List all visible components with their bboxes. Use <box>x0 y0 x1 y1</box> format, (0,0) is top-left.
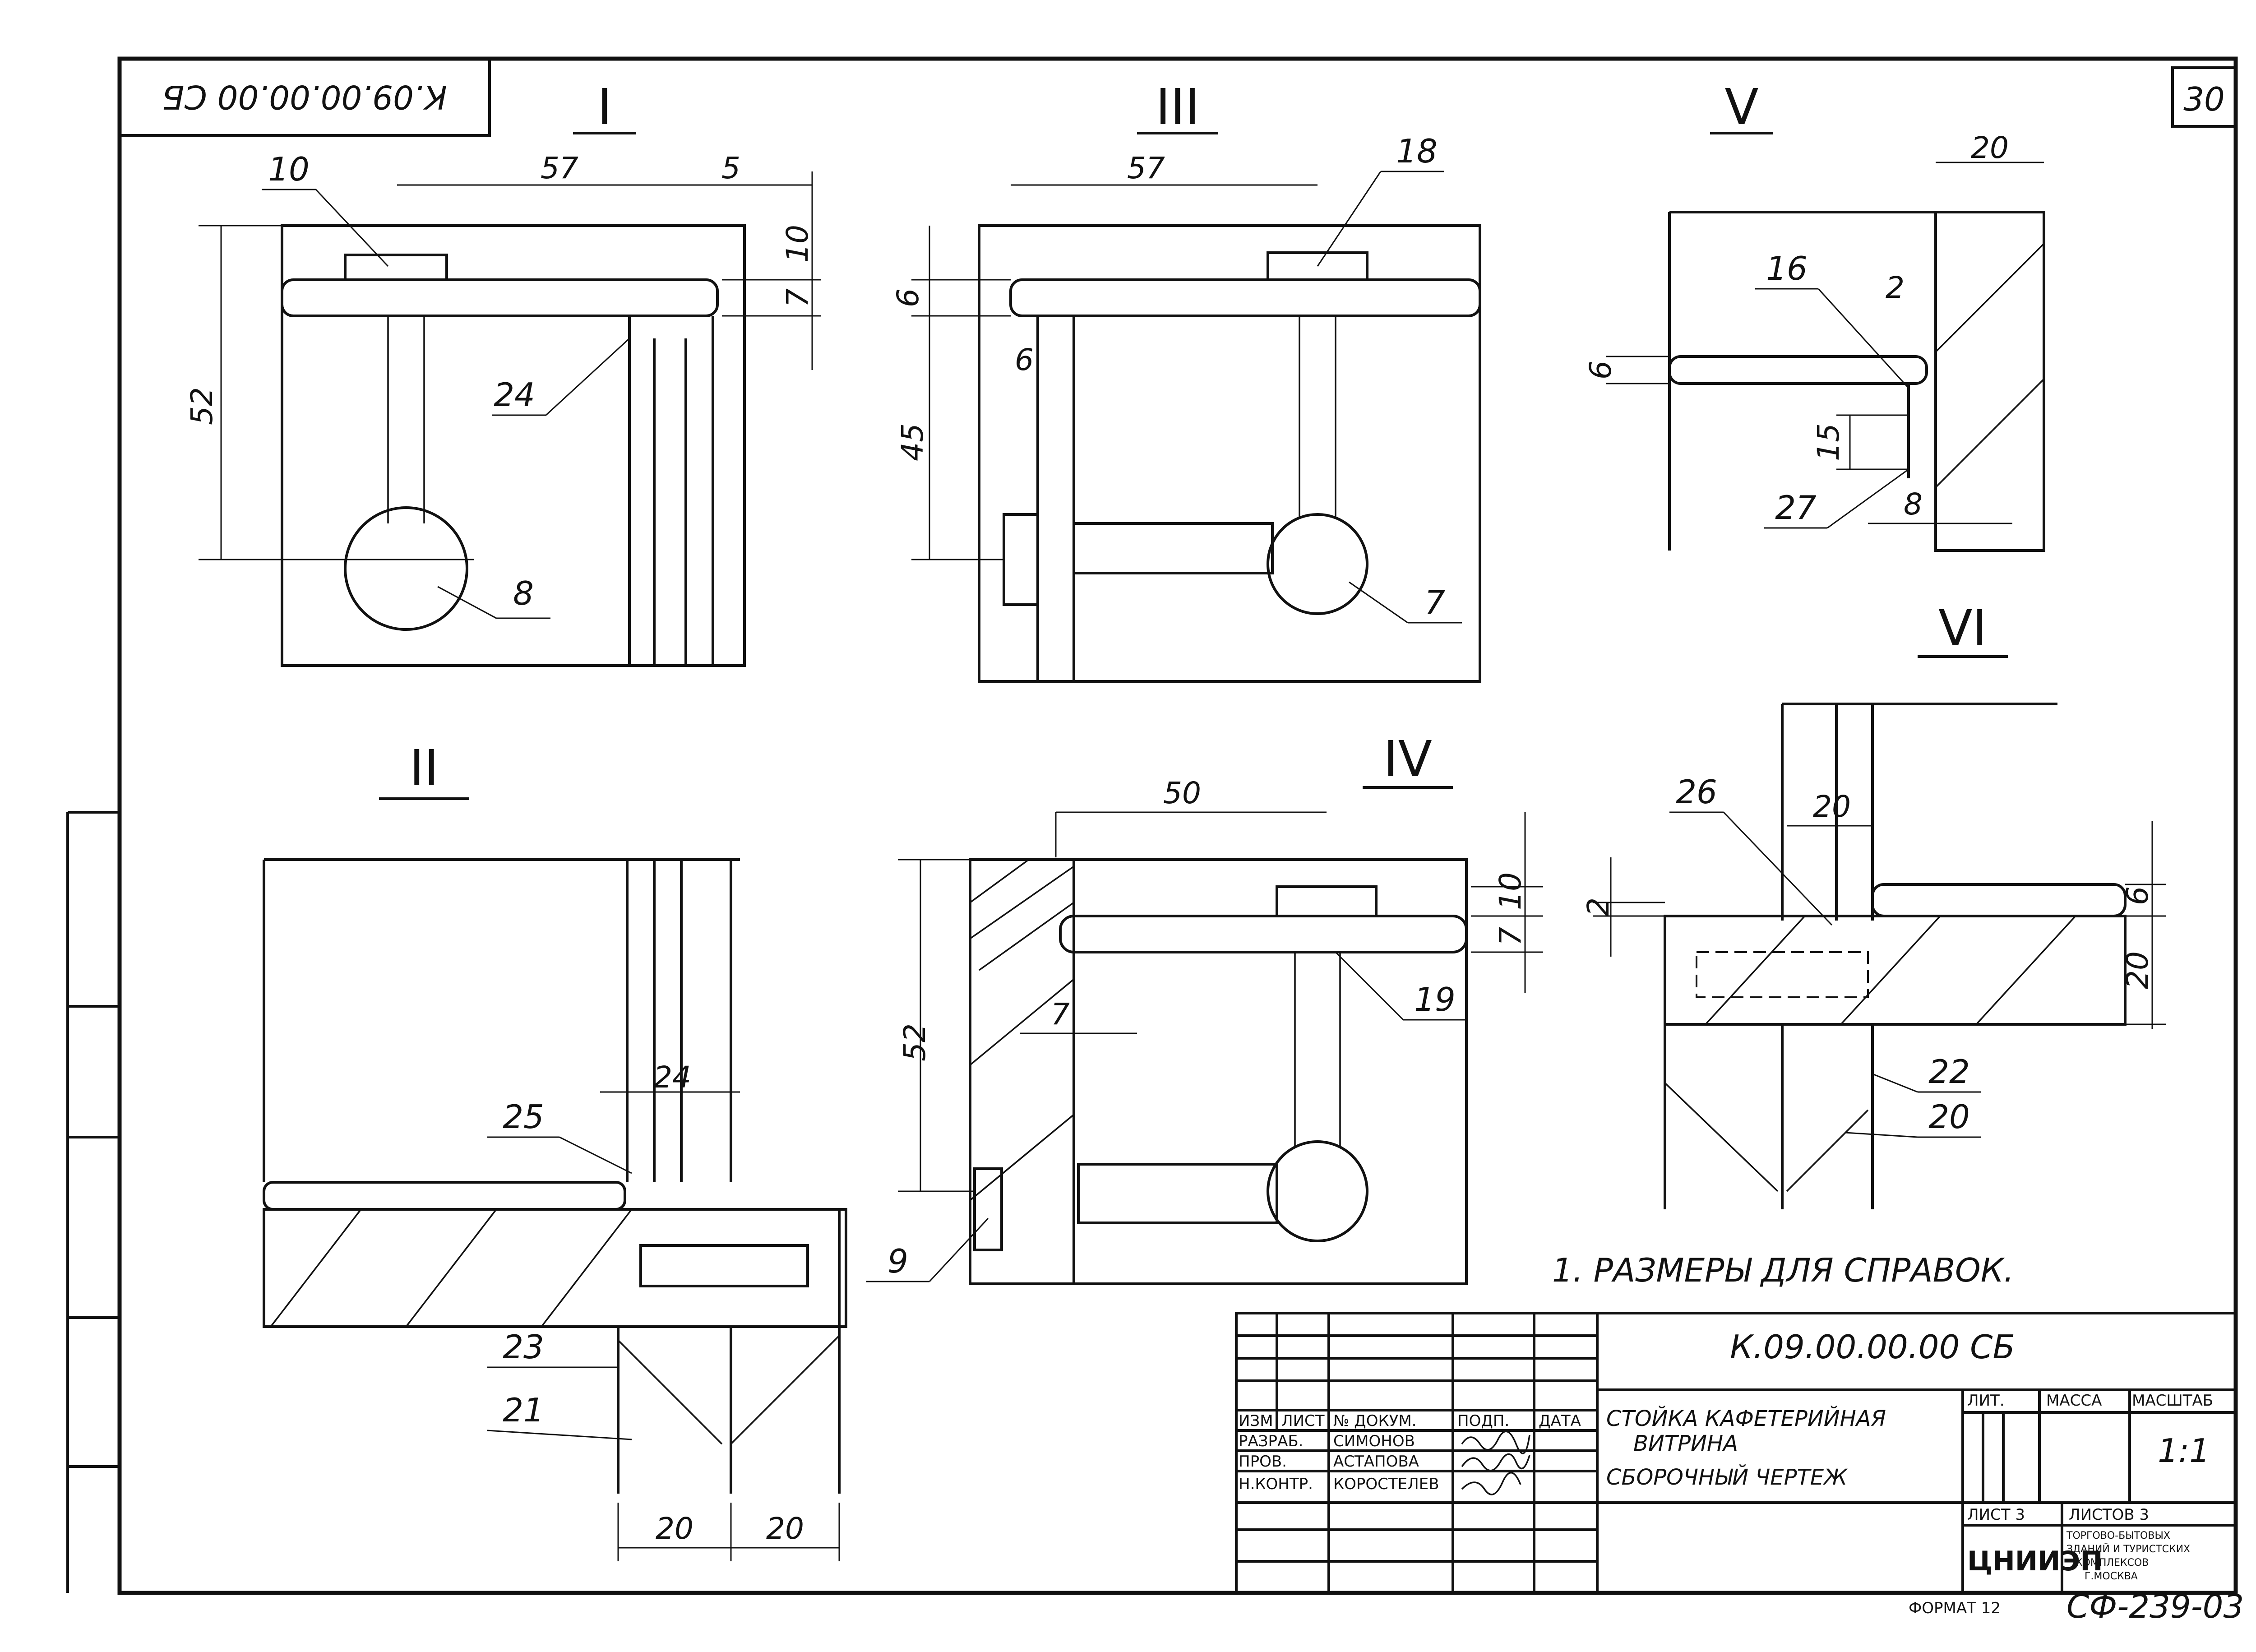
tb-col-podp: ПОДП. <box>1457 1412 1509 1430</box>
tb-name-line2: ВИТРИНА <box>1633 1431 1738 1456</box>
dim: 24 <box>653 1060 691 1095</box>
signature <box>1461 1453 1530 1472</box>
tb-org-line2: ЗДАНИЙ И ТУРИСТСКИХ <box>2066 1543 2190 1555</box>
tb-listov: ЛИСТОВ 3 <box>2069 1506 2149 1524</box>
view-title: IV <box>1383 730 1432 788</box>
callout: 20 <box>1928 1098 1970 1136</box>
callout: 8 <box>513 574 534 612</box>
view-4: IV 50 10 7 7 52 19 9 <box>866 730 1543 1285</box>
dim: 2 <box>1886 270 1905 305</box>
dim: 20 <box>2120 951 2155 989</box>
page-number-box: 30 <box>2171 66 2237 128</box>
callout: 26 <box>1676 773 1717 811</box>
view-title: III <box>1156 78 1199 136</box>
callout: 25 <box>503 1098 544 1136</box>
callout: 24 <box>494 376 535 414</box>
tb-role-razrab: РАЗРАБ. <box>1239 1432 1303 1450</box>
callout: 10 <box>268 150 310 188</box>
tb-org-line1: ТОРГОВО-БЫТОВЫХ <box>2066 1530 2170 1541</box>
dim: 8 <box>1904 487 1923 522</box>
callout: 19 <box>1414 981 1456 1018</box>
tb-col-izm: ИЗМ <box>1239 1412 1273 1430</box>
dim: 50 <box>1163 776 1201 810</box>
dim: 6 <box>1583 361 1618 379</box>
view-6: VI 20 2 6 20 26 22 20 <box>1581 599 2166 1209</box>
dim: 6 <box>2120 886 2155 905</box>
view-title: V <box>1724 78 1758 136</box>
tb-role-prov: ПРОВ. <box>1239 1453 1287 1471</box>
callout: 23 <box>503 1328 544 1366</box>
view-3: III 57 6 6 45 18 7 <box>891 78 1481 683</box>
tb-name-razrab: СИМОНОВ <box>1333 1432 1415 1450</box>
dim: 20 <box>1971 130 2009 165</box>
callout: 18 <box>1396 132 1438 170</box>
dim: 20 <box>1813 789 1851 824</box>
dim: 20 <box>766 1511 804 1546</box>
rotated-stamp: К.09.00.00.00 СБ <box>118 57 491 137</box>
dim: 20 <box>656 1511 693 1546</box>
dim: 45 <box>895 423 930 461</box>
tb-name-prov: АСТАПОВА <box>1333 1453 1419 1471</box>
dim: 7 <box>1493 927 1528 946</box>
title-block: ИЗМ ЛИСТ № ДОКУМ. ПОДП. ДАТА РАЗРАБ. СИМ… <box>1235 1312 2237 1594</box>
tb-scale: 1:1 <box>2158 1432 2210 1470</box>
tb-role-nkontr: Н.КОНТР. <box>1239 1475 1313 1493</box>
dim: 7 <box>1051 997 1070 1032</box>
callout: 16 <box>1766 250 1808 287</box>
callout: 21 <box>503 1391 544 1429</box>
tb-masshtab: МАСШТАБ <box>2132 1392 2213 1410</box>
stamp-text: К.09.00.00.00 СБ <box>162 78 447 116</box>
tb-org-line3: КОМПЛЕКСОВ <box>2076 1557 2149 1569</box>
tb-col-doc: № ДОКУМ. <box>1333 1412 1417 1430</box>
tb-name-line1: СТОЙКА КАФЕТЕРИЙНАЯ <box>1606 1406 1886 1431</box>
tb-col-data: ДАТА <box>1539 1412 1581 1430</box>
dim: 2 <box>1581 898 1616 916</box>
dim: 52 <box>897 1023 932 1061</box>
tb-org-logo: ЦНИИЭП <box>1967 1546 2103 1577</box>
dim: 10 <box>780 225 815 263</box>
view-title: II <box>410 739 439 797</box>
tb-lit: ЛИТ. <box>1967 1392 2005 1410</box>
drawing-note: 1. РАЗМЕРЫ ДЛЯ СПРАВОК. <box>1552 1251 2014 1289</box>
sheet-outer-frame <box>117 56 2238 1595</box>
callout: 9 <box>888 1242 908 1280</box>
page-number: 30 <box>2183 80 2225 118</box>
tb-name-nkontr: КОРОСТЕЛЕВ <box>1333 1475 1439 1493</box>
view-2: II 24 20 20 25 23 21 <box>263 739 847 1561</box>
view-title: I <box>597 78 612 136</box>
tb-org-line4: Г.МОСКВА <box>2085 1571 2138 1582</box>
dim: 6 <box>891 288 925 307</box>
view-1: I 57 5 10 7 52 10 24 8 <box>185 78 821 667</box>
dim: 10 <box>1493 872 1528 910</box>
view-5: V 20 2 6 15 8 16 27 <box>1583 78 2045 552</box>
document-code: СФ-239-03 <box>2066 1587 2244 1625</box>
tb-list: ЛИСТ 3 <box>1967 1506 2025 1524</box>
dim: 52 <box>185 387 219 425</box>
tb-name-line3: СБОРОЧНЫЙ ЧЕРТЕЖ <box>1606 1464 1848 1490</box>
dim: 5 <box>721 151 740 185</box>
dim: 57 <box>1127 151 1165 185</box>
sheet-format: ФОРМАТ 12 <box>1909 1599 2001 1617</box>
signature <box>1461 1430 1530 1454</box>
callout: 7 <box>1424 583 1445 621</box>
dim: 57 <box>541 151 578 185</box>
tb-massa: МАССА <box>2046 1392 2102 1410</box>
callout: 27 <box>1775 489 1817 527</box>
signature <box>1461 1472 1521 1495</box>
dim: 15 <box>1811 423 1846 461</box>
callout: 22 <box>1928 1053 1970 1091</box>
dim: 6 <box>1015 342 1034 377</box>
tb-designation: К.09.00.00.00 СБ <box>1730 1328 2015 1366</box>
tb-col-list: ЛИСТ <box>1281 1412 1325 1430</box>
dim: 7 <box>780 288 815 307</box>
view-title: VI <box>1938 599 1987 657</box>
